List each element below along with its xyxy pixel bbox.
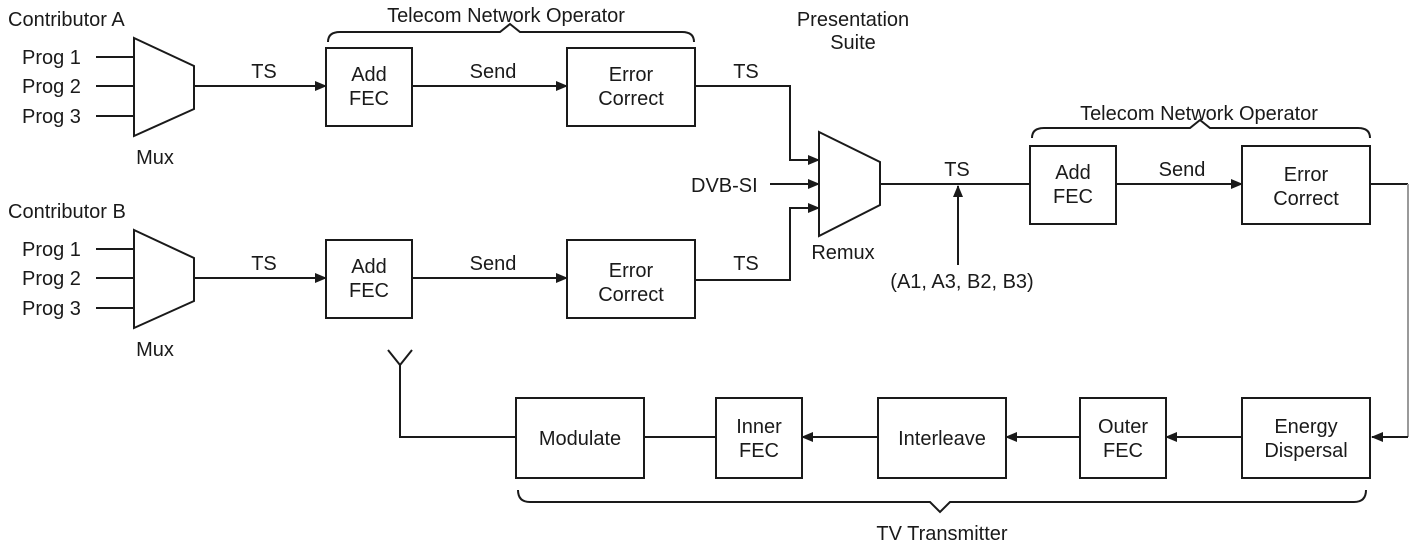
inner-fec-box bbox=[715, 397, 803, 479]
send-label-b: Send bbox=[470, 253, 517, 275]
add-fec-c-box bbox=[1029, 145, 1117, 225]
tv-transmitter: Energy Dispersal Outer FEC Interleave In… bbox=[387, 349, 1371, 545]
transmitter-brace bbox=[517, 489, 1367, 514]
outer-fec-line2: FEC bbox=[1103, 440, 1143, 462]
error-correct-b-line1: Error bbox=[609, 260, 654, 282]
dvb-si-label: DVB-SI bbox=[691, 175, 758, 197]
error-correct-c-line1: Error bbox=[1284, 164, 1329, 186]
inner-fec-line2: FEC bbox=[739, 440, 779, 462]
antenna-icon bbox=[387, 349, 413, 367]
add-fec-b-line1: Add bbox=[351, 256, 387, 278]
contributor-a-input-3: Prog 3 bbox=[22, 106, 81, 128]
ts-out-label-b: TS bbox=[733, 253, 759, 275]
add-fec-a-box bbox=[325, 47, 413, 127]
add-fec-a-line2: FEC bbox=[349, 88, 389, 110]
energy-dispersal-line2: Dispersal bbox=[1264, 440, 1347, 462]
error-correct-a-box bbox=[566, 47, 696, 127]
mux-b-shape bbox=[133, 228, 195, 330]
add-fec-a-line1: Add bbox=[351, 64, 387, 86]
modulate-to-antenna-line bbox=[399, 365, 516, 438]
ts-out-arrow-b bbox=[695, 203, 820, 281]
contributor-a: Contributor A Prog 1 Prog 2 Prog 3 Mux T… bbox=[8, 9, 327, 169]
contributor-b-input-2: Prog 2 bbox=[22, 268, 81, 290]
contributor-b: Contributor B Prog 1 Prog 2 Prog 3 Mux T… bbox=[8, 201, 327, 361]
energy-dispersal-box bbox=[1241, 397, 1371, 479]
send-label-a: Send bbox=[470, 61, 517, 83]
mux-a-label: Mux bbox=[136, 147, 174, 169]
ts-out-arrow-a bbox=[695, 85, 820, 165]
contributor-a-title: Contributor A bbox=[8, 9, 125, 31]
outer-fec-line1: Outer bbox=[1098, 416, 1148, 438]
contributor-a-input-2: Prog 2 bbox=[22, 76, 81, 98]
modulate-label: Modulate bbox=[539, 428, 621, 450]
telecom-a-brace bbox=[327, 22, 695, 43]
telecom-c-brace bbox=[1031, 118, 1371, 139]
send-label-c: Send bbox=[1159, 159, 1206, 181]
interleave-box bbox=[877, 397, 1007, 479]
remux-shape bbox=[818, 130, 881, 238]
contributor-b-input-1: Prog 1 bbox=[22, 239, 81, 261]
error-correct-b-line2: Correct bbox=[598, 284, 664, 306]
error-correct-a-line2: Correct bbox=[598, 88, 664, 110]
inner-fec-line1: Inner bbox=[736, 416, 782, 438]
transmitter-title: TV Transmitter bbox=[876, 523, 1007, 545]
add-fec-c-line2: FEC bbox=[1053, 186, 1093, 208]
mux-a-shape bbox=[133, 36, 195, 138]
ts-label-remux: TS bbox=[944, 159, 970, 181]
contributor-b-input-3: Prog 3 bbox=[22, 298, 81, 320]
selection-label: (A1, A3, B2, B3) bbox=[890, 271, 1033, 293]
interleave-label: Interleave bbox=[898, 428, 986, 450]
mux-b-label: Mux bbox=[136, 339, 174, 361]
presentation-suite: Presentation Suite DVB-SI Remux TS (A1, … bbox=[691, 9, 1034, 293]
add-fec-b-box bbox=[325, 239, 413, 319]
telecom-b: Add FEC Send Error Correct TS bbox=[325, 203, 820, 319]
telecom-a-title: Telecom Network Operator bbox=[387, 5, 625, 27]
telecom-a: Telecom Network Operator Add FEC Send Er… bbox=[325, 5, 820, 165]
modulate-box bbox=[515, 397, 645, 479]
ts-label-a: TS bbox=[251, 61, 277, 83]
ts-label-b: TS bbox=[251, 253, 277, 275]
presentation-title-line2: Suite bbox=[830, 32, 876, 54]
contributor-a-input-1: Prog 1 bbox=[22, 47, 81, 69]
error-correct-c-line2: Correct bbox=[1273, 188, 1339, 210]
outer-fec-box bbox=[1079, 397, 1167, 479]
ts-out-label-a: TS bbox=[733, 61, 759, 83]
add-fec-c-line1: Add bbox=[1055, 162, 1091, 184]
telecom-c-title: Telecom Network Operator bbox=[1080, 103, 1318, 125]
contributor-b-title: Contributor B bbox=[8, 201, 126, 223]
add-fec-b-line2: FEC bbox=[349, 280, 389, 302]
presentation-title-line1: Presentation bbox=[797, 9, 909, 31]
error-correct-a-line1: Error bbox=[609, 64, 654, 86]
energy-dispersal-line1: Energy bbox=[1274, 416, 1337, 438]
remux-label: Remux bbox=[811, 242, 874, 264]
error-correct-b-box bbox=[566, 239, 696, 319]
telecom-c: Telecom Network Operator Add FEC Send Er… bbox=[1029, 103, 1408, 225]
